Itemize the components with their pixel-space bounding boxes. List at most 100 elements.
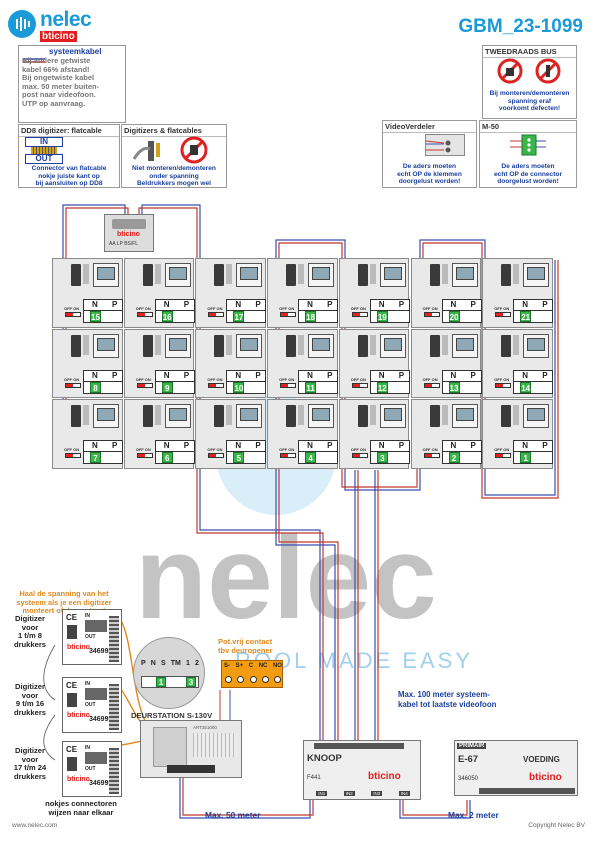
panel-offon: OFF ON: [350, 376, 366, 382]
panel-switch[interactable]: [351, 382, 368, 388]
panel-number: 8: [90, 381, 101, 393]
panel-terminal: [142, 264, 153, 286]
panel-monitor: [236, 404, 263, 429]
panel-switch[interactable]: [65, 382, 81, 388]
panel-n: N: [307, 300, 313, 309]
panel-switch[interactable]: [495, 382, 512, 388]
panel-terminal: [71, 264, 81, 286]
panel-switch[interactable]: [495, 312, 512, 317]
panel-p: P: [470, 441, 476, 451]
note-flatcables: Digitizers & flatcables Niet monteren/de…: [121, 124, 227, 188]
panel-number: 4: [305, 452, 317, 464]
panel-switch[interactable]: [280, 382, 297, 388]
panel-n: N: [450, 441, 457, 451]
max100-note: Max. 100 meter systeem- kabel tot laatst…: [398, 690, 497, 709]
digitizer-code: 346993: [89, 648, 113, 655]
terminal-n: N: [150, 660, 156, 667]
contact-terminals: S- S+ C NC NO: [224, 663, 282, 669]
terminal-badge-3: 3: [186, 677, 196, 687]
panel-dip: [441, 405, 448, 426]
digitizer-port: [85, 752, 107, 764]
ce-mark: CE: [66, 681, 78, 690]
panel-terminal: [501, 264, 512, 286]
panel-switch[interactable]: [495, 453, 512, 459]
panel-switch[interactable]: [208, 382, 225, 388]
panel-switch[interactable]: [423, 453, 440, 459]
panel-terminal: [71, 334, 81, 357]
panel-switch[interactable]: [208, 453, 225, 459]
knoop-top-terminals: [314, 743, 404, 749]
flatcables-title: Digitizers & flatcables: [122, 125, 226, 137]
panel-offon: OFF ON: [422, 447, 438, 453]
knoop-code: F441: [307, 775, 321, 781]
deurstation-camera: [153, 727, 187, 767]
panel-switch[interactable]: [208, 312, 225, 317]
panel-p: P: [398, 370, 405, 380]
panel-switch[interactable]: [351, 453, 368, 459]
panel-switch[interactable]: [423, 382, 440, 388]
panel-monitor: [523, 333, 550, 358]
panel-dip: [298, 334, 305, 355]
panel-dip: [441, 264, 448, 284]
panel-p: P: [398, 441, 405, 451]
no-power-plug-icon: [180, 136, 208, 164]
panel-offon: OFF ON: [207, 376, 223, 382]
panel-offon: OFF ON: [494, 447, 510, 453]
panel-switch[interactable]: [280, 453, 297, 459]
panel-number: 10: [233, 381, 245, 393]
digitizer-out: OUT: [85, 766, 96, 772]
doc-code: GBM_23-1099: [458, 16, 583, 37]
panel-n: N: [235, 300, 242, 309]
panel-p: P: [112, 441, 118, 451]
panel-dip: [226, 264, 233, 284]
panel-n: N: [92, 370, 98, 380]
panel-dip: [369, 334, 376, 355]
voeding-code: 346050: [458, 776, 479, 782]
panel-switch[interactable]: [351, 312, 368, 317]
panel-dip: [513, 405, 520, 426]
panel-switch[interactable]: [65, 312, 81, 317]
panel-monitor: [164, 333, 191, 358]
ce-mark: CE: [66, 613, 78, 622]
panel-offon: OFF ON: [64, 447, 80, 453]
panel-offon: OFF ON: [135, 306, 151, 311]
videoverdeler-device-icon: [425, 134, 465, 156]
panel-switch[interactable]: [136, 382, 153, 388]
panel-switch[interactable]: [423, 312, 440, 317]
panel-switch[interactable]: [136, 453, 153, 459]
note-tweedraads: TWEEDRAADS BUS Bij monteren/demonteren s…: [482, 45, 577, 119]
panel-n: N: [163, 300, 170, 309]
panel-n: N: [307, 370, 313, 380]
panel-p: P: [183, 370, 190, 380]
panel-n: N: [378, 370, 385, 380]
panel-dip: [369, 264, 376, 284]
nelec-logo-icon: [8, 10, 36, 38]
digitizer-flat-connector: [109, 684, 119, 730]
panel-offon: OFF ON: [64, 376, 80, 382]
panel-monitor: [236, 333, 263, 358]
panel-n: N: [163, 370, 170, 380]
deurstation-terminal: [167, 765, 215, 773]
panel-switch[interactable]: [280, 312, 297, 317]
max2-note: Max. 2 meter: [448, 810, 499, 820]
panel-number: 3: [376, 452, 388, 464]
panel-dip: [513, 264, 520, 284]
panel-switch[interactable]: [65, 453, 81, 459]
terminal-badge-1: 1: [156, 677, 166, 687]
panel-number: 2: [448, 452, 460, 464]
panel-dip: [154, 334, 161, 355]
panel-number: 16: [161, 311, 173, 322]
panel-switch[interactable]: [136, 312, 153, 317]
